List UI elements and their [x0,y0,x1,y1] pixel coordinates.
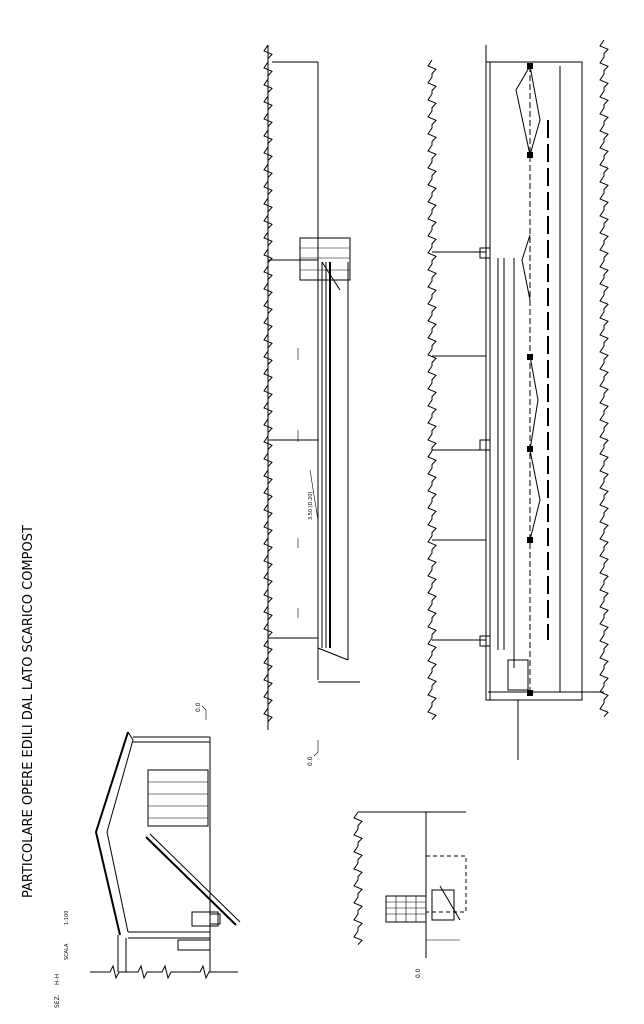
break-line [263,44,273,722]
detail-view: 0.0 [358,811,467,978]
level-zero-label-2: 0.0 [307,756,314,766]
break-line [427,59,437,720]
drawing-title: PARTICOLARE OPERE EDILI DAL LATO SCARICO… [21,525,36,898]
level-zero-label: 0.0 [195,702,202,712]
scale-label: SCALA [64,943,70,960]
scale-value: 1:100 [64,911,70,925]
dimension-label: 3.50 (D.20) [308,492,314,520]
level-zero-label-3: 0.0 [415,968,422,978]
break-lines [263,39,609,945]
break-line [353,811,363,945]
elevation-view-2 [432,45,604,760]
section-view-hh: 0.0 [90,702,241,980]
elevation-view-1: 3.50 (D.20) 0.0 [267,45,360,766]
section-prefix: SEZ. [54,994,61,1008]
section-id: H-H [54,974,61,985]
break-line [599,39,609,717]
